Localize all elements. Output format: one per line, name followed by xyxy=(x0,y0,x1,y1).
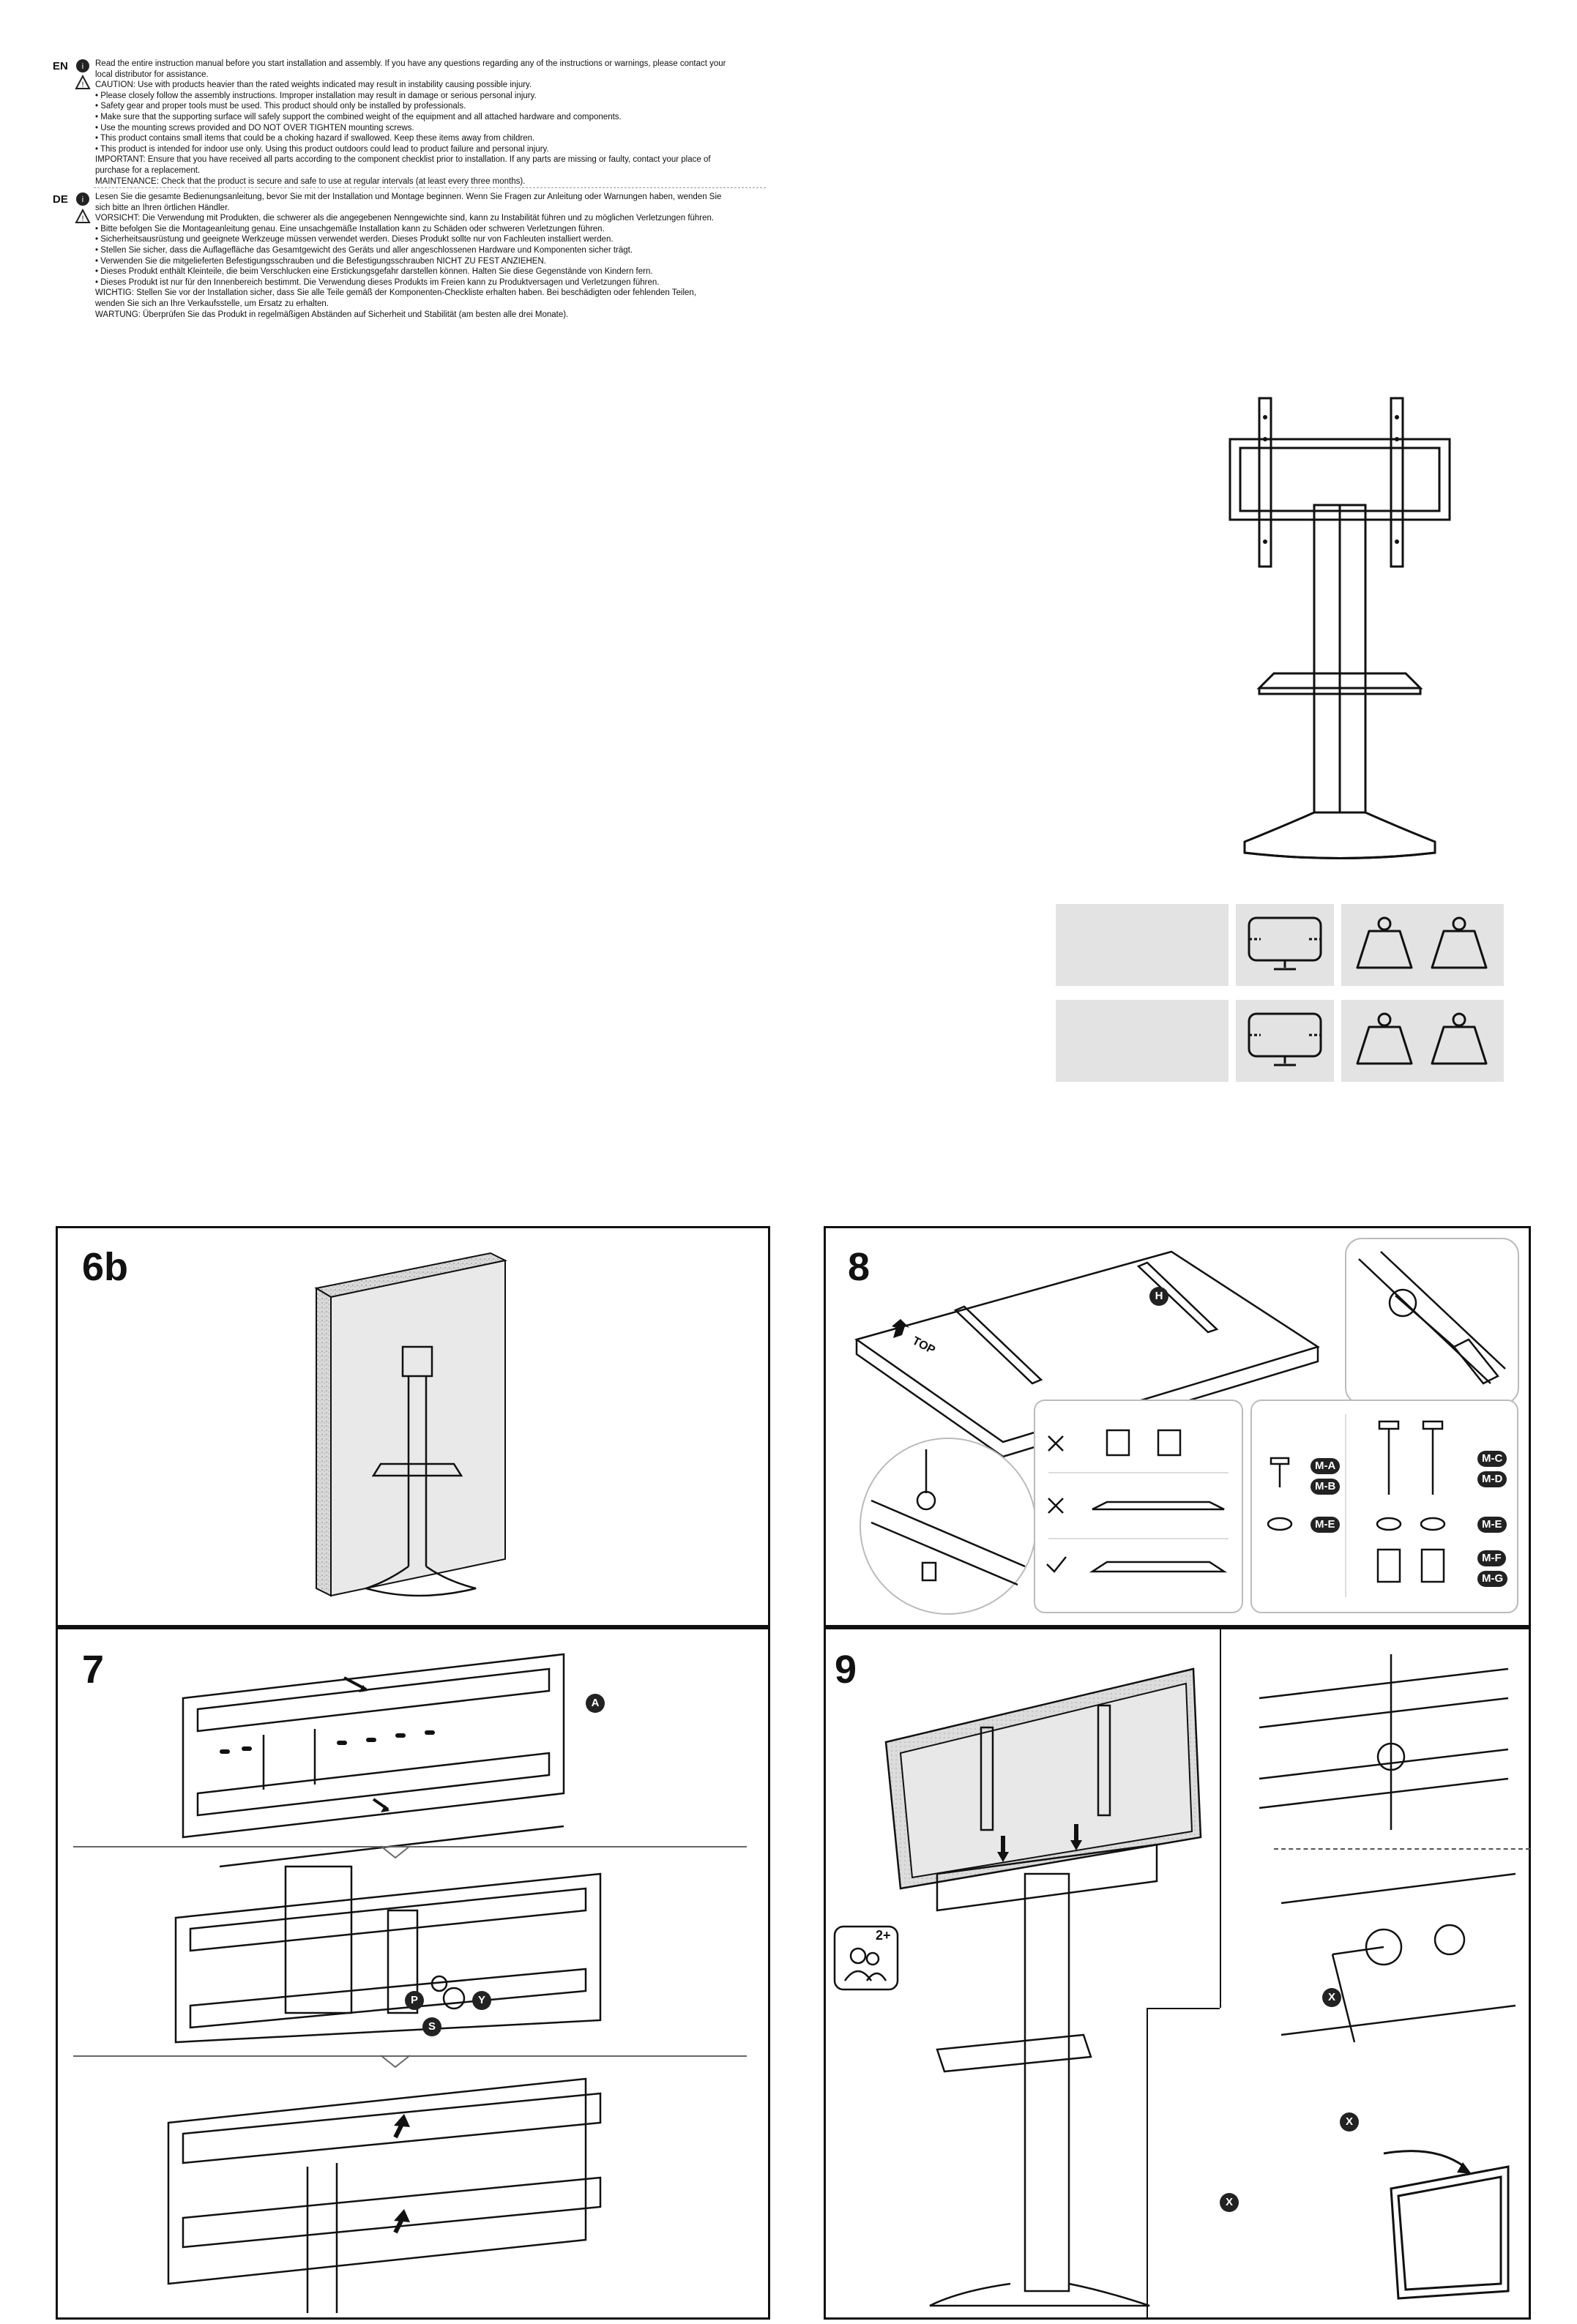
text-line: IMPORTANT: Ensure that you have received… xyxy=(95,155,711,165)
part-label-s: S xyxy=(422,2017,441,2036)
detail-border xyxy=(1220,1627,1221,2008)
weight-icon xyxy=(1356,916,1413,969)
part-label-x: X xyxy=(1322,1988,1341,2007)
part-label-x: X xyxy=(1220,2193,1239,2212)
text-line: WARTUNG: Überprüfen Sie das Produkt in r… xyxy=(95,310,569,319)
part-label-h: H xyxy=(1149,1287,1168,1306)
tv-icon xyxy=(1248,1012,1322,1066)
safety-text-en: Read the entire instruction manual befor… xyxy=(95,59,726,187)
text-line: sich bitte an Ihren örtlichen Händler. xyxy=(95,203,230,212)
spec-cell xyxy=(1341,1000,1504,1082)
spec-cell xyxy=(1341,904,1504,986)
svg-text:!: ! xyxy=(81,81,83,89)
bracket-illustration-a xyxy=(182,1653,565,1868)
zoom-detail-tilt xyxy=(1383,2150,1510,2300)
divider-chevron xyxy=(380,1845,411,1859)
info-icon: i xyxy=(76,59,89,72)
step-number: 6b xyxy=(82,1245,129,1289)
step-number: 7 xyxy=(82,1648,105,1692)
tv-hang-illustration xyxy=(884,1667,1202,2307)
step-number: 8 xyxy=(848,1245,870,1289)
tv-back-illustration xyxy=(854,1250,1320,1458)
text-line: • Bitte befolgen Sie die Montageanleitun… xyxy=(95,224,605,233)
detail-border xyxy=(1147,2008,1220,2009)
text-line: • Dieses Produkt ist nur für den Innenbe… xyxy=(95,277,660,287)
text-line: • Verwenden Sie die mitgelieferten Befes… xyxy=(95,256,546,266)
part-tag: M-E xyxy=(1477,1517,1507,1533)
part-tag: M-C xyxy=(1477,1451,1507,1467)
step-number: 9 xyxy=(835,1648,857,1692)
people-icon xyxy=(833,1925,899,1991)
part-tag: M-D xyxy=(1477,1471,1507,1487)
part-label-p: P xyxy=(405,1991,424,2010)
part-tag: M-B xyxy=(1311,1479,1341,1495)
persons-count: 2+ xyxy=(876,1928,891,1943)
text-line: MAINTENANCE: Check that the product is s… xyxy=(95,176,526,186)
text-line: purchase for a replacement. xyxy=(95,165,201,175)
weight-icon xyxy=(1431,1012,1488,1065)
spec-cell xyxy=(1056,1000,1229,1082)
text-line: • Sicherheitsausrüstung und geeignete We… xyxy=(95,235,614,244)
section-divider xyxy=(94,187,766,188)
text-line: • This product contains small items that… xyxy=(95,134,535,143)
text-line: local distributor for assistance. xyxy=(95,70,209,79)
zoom-detail-bolt xyxy=(1259,1654,1509,1830)
zoom-detail-screwdriver xyxy=(1345,1238,1519,1405)
text-line: • Safety gear and proper tools must be u… xyxy=(95,102,466,111)
text-line: wenden Sie sich an Ihre Verkaufsstelle, … xyxy=(95,299,329,308)
safety-text-de: Lesen Sie die gesamte Bedienungsanleitun… xyxy=(95,192,721,320)
part-tag: M-A xyxy=(1311,1458,1341,1474)
weight-icon xyxy=(1431,916,1488,969)
svg-text:i: i xyxy=(82,195,83,204)
wall-mount-illustration xyxy=(314,1252,508,1597)
text-line: • Make sure that the supporting surface … xyxy=(95,112,622,122)
part-tag: M-E xyxy=(1311,1517,1340,1533)
text-line: WICHTIG: Stellen Sie vor der Installatio… xyxy=(95,288,697,298)
spec-cell xyxy=(1056,904,1229,986)
text-line: Read the entire instruction manual befor… xyxy=(95,59,726,68)
comparison-box xyxy=(1034,1400,1243,1613)
part-tag: M-F xyxy=(1477,1550,1506,1566)
svg-text:i: i xyxy=(82,62,83,71)
part-label-a: A xyxy=(586,1694,605,1713)
text-line: • Use the mounting screws provided and D… xyxy=(95,123,414,132)
text-line: • Please closely follow the assembly ins… xyxy=(95,91,537,100)
bracket-illustration-c xyxy=(167,2077,602,2313)
step-7-panel xyxy=(56,1627,770,2320)
info-icon: i xyxy=(76,193,89,206)
part-label-y: Y xyxy=(472,1991,491,2010)
tv-icon xyxy=(1248,916,1322,971)
text-line: CAUTION: Use with products heavier than … xyxy=(95,81,532,90)
detail-border xyxy=(1147,2008,1148,2320)
zoom-detail-allen-key xyxy=(1280,1872,1516,2043)
lang-en-label: EN xyxy=(53,60,68,72)
zoom-detail-spacer xyxy=(860,1438,1037,1615)
warning-icon: ! xyxy=(75,74,91,89)
text-line: • Stellen Sie sicher, dass die Auflagefl… xyxy=(95,245,633,255)
bracket-illustration-b xyxy=(174,1865,602,2044)
hardware-box xyxy=(1250,1400,1518,1613)
svg-text:!: ! xyxy=(81,214,83,223)
detail-divider xyxy=(1274,1848,1530,1850)
text-line: Lesen Sie die gesamte Bedienungsanleitun… xyxy=(95,193,722,201)
divider-chevron xyxy=(380,2055,411,2069)
text-line: • This product is intended for indoor us… xyxy=(95,144,549,154)
text-line: • Dieses Produkt enthält Kleinteile, die… xyxy=(95,267,653,277)
part-label-x: X xyxy=(1340,2112,1359,2131)
tv-stand-illustration xyxy=(1229,397,1451,859)
part-tag: M-G xyxy=(1477,1571,1508,1587)
text-line: VORSICHT: Die Verwendung mit Produkten, … xyxy=(95,214,715,223)
lang-de-label: DE xyxy=(53,193,68,206)
weight-icon xyxy=(1356,1012,1413,1065)
warning-icon: ! xyxy=(75,208,91,223)
